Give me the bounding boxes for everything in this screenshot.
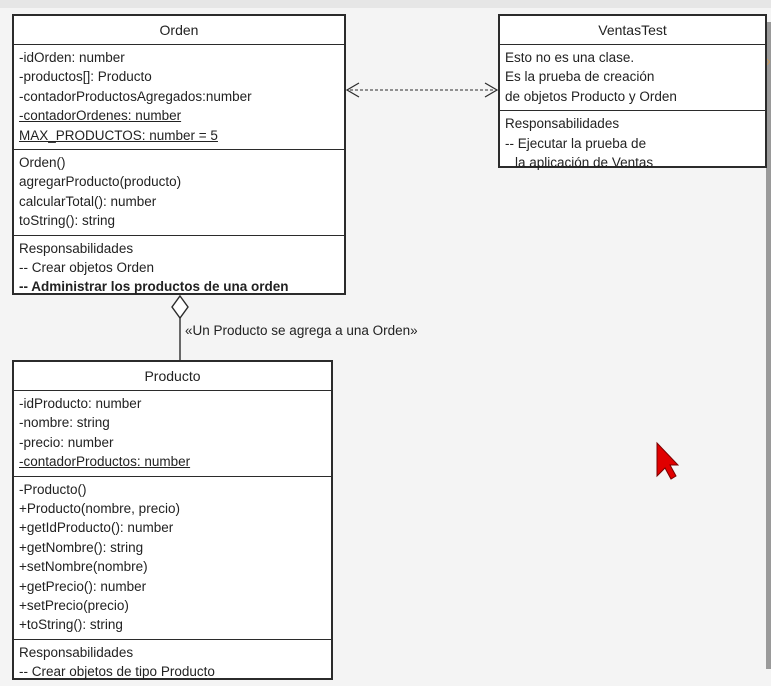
member-line: calcularTotal(): number bbox=[19, 193, 157, 209]
member-line: Es la prueba de creación bbox=[505, 69, 655, 85]
aggregation-diamond bbox=[171, 294, 189, 320]
member-line: -precio: number bbox=[19, 434, 114, 450]
member-line: -- Administrar los productos de una orde… bbox=[19, 279, 289, 295]
dependency-arrowhead-right bbox=[484, 82, 499, 98]
member-line: +getPrecio(): number bbox=[19, 578, 147, 594]
top-strip bbox=[0, 0, 771, 8]
member-line: -contadorProductos: number bbox=[19, 454, 191, 470]
mouse-cursor-icon bbox=[656, 441, 679, 480]
class-orden-title: Orden bbox=[14, 16, 344, 45]
member-line: +setNombre(nombre) bbox=[19, 559, 148, 575]
member-line: +getIdProducto(): number bbox=[19, 520, 174, 536]
member-line: -- Ejecutar la prueba de bbox=[505, 135, 647, 151]
class-producto-attributes: -idProducto: number -nombre: string -preci… bbox=[14, 391, 331, 477]
member-line: de objetos Producto y Orden bbox=[505, 88, 677, 104]
member-line: toString(): string bbox=[19, 213, 116, 229]
association-label: «Un Producto se agrega a una Orden» bbox=[185, 323, 418, 338]
diagram-connectors bbox=[171, 82, 499, 360]
member-line: +getNombre(): string bbox=[19, 539, 144, 555]
member-line: -Producto() bbox=[19, 481, 87, 497]
class-ventastest-responsibilities: Responsabilidades -- Ejecutar la prueba d… bbox=[500, 111, 765, 176]
class-ventastest-notes: Esto no es una clase. Es la prueba de cre… bbox=[500, 45, 765, 112]
class-orden-responsibilities: Responsabilidades -- Crear objetos Orden -… bbox=[14, 236, 344, 301]
dependency-arrowhead-left bbox=[345, 82, 360, 98]
member-line: -- Crear objetos Orden bbox=[19, 260, 155, 276]
member-line: -nombre: string bbox=[19, 415, 110, 431]
member-line: Orden() bbox=[19, 155, 66, 171]
member-line: -contadorOrdenes: number bbox=[19, 108, 182, 124]
class-producto[interactable]: Producto -idProducto: number -nombre: str… bbox=[12, 360, 333, 680]
class-producto-methods: -Producto() +Producto(nombre, precio) +get… bbox=[14, 477, 331, 640]
member-line: Responsabilidades bbox=[19, 644, 134, 660]
member-line: -productos[]: Producto bbox=[19, 69, 152, 85]
class-ventastest[interactable]: VentasTest Esto no es una clase. Es la pr… bbox=[498, 14, 767, 170]
member-line: Esto no es una clase. bbox=[505, 50, 635, 65]
member-line: la aplicación de Ventas bbox=[515, 155, 654, 171]
class-ventastest-title: VentasTest bbox=[500, 16, 765, 45]
class-producto-title: Producto bbox=[14, 362, 331, 391]
class-producto-responsibilities: Responsabilidades -- Crear objetos de tip… bbox=[14, 640, 331, 686]
member-line: Responsabilidades bbox=[505, 116, 620, 132]
member-line: +Producto(nombre, precio) bbox=[19, 501, 180, 517]
member-line: -idProducto: number bbox=[19, 396, 142, 411]
member-line: +toString(): string bbox=[19, 617, 123, 633]
right-edge-strip bbox=[766, 22, 771, 669]
member-line: -- Crear objetos de tipo Producto bbox=[19, 664, 215, 680]
member-line: +setPrecio(precio) bbox=[19, 598, 129, 614]
member-line: MAX_PRODUCTOS: number = 5 bbox=[19, 127, 218, 143]
member-line: -idOrden: number bbox=[19, 50, 125, 65]
member-line: agregarProducto(producto) bbox=[19, 174, 182, 190]
member-line: Responsabilidades bbox=[19, 240, 134, 256]
class-orden-methods: Orden() agregarProducto(producto) calcular… bbox=[14, 150, 344, 236]
member-line: -contadorProductosAgregados:number bbox=[19, 88, 252, 104]
class-orden[interactable]: Orden -idOrden: number -productos[]: Prod… bbox=[12, 14, 346, 295]
class-orden-attributes: -idOrden: number -productos[]: Producto -c… bbox=[14, 45, 344, 151]
